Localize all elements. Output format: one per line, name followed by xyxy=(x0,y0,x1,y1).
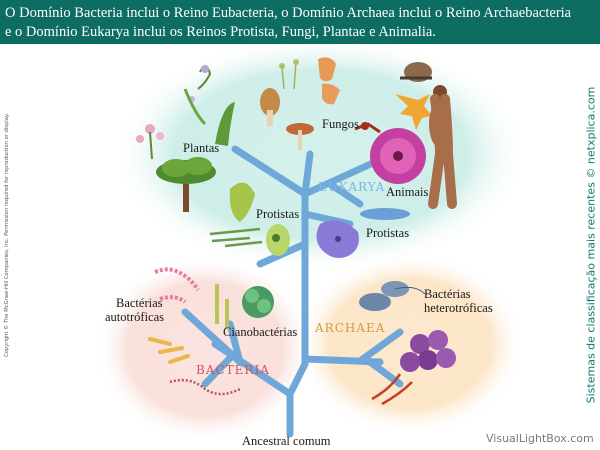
side-copyright-left: Copyright © The McGraw-Hill Companies, I… xyxy=(2,100,12,370)
domain-label-eukarya: EUKARYA xyxy=(318,180,386,194)
archaea-illustration xyxy=(359,281,456,406)
side-credit-right-text: Sistemas de classificação mais recentes … xyxy=(584,86,598,404)
protists-illustration xyxy=(209,182,410,258)
tree-of-life-diagram: EUKARYA ARCHAEA BACTERIA Plantas Fungos … xyxy=(0,44,600,450)
fungi-illustration xyxy=(260,57,340,150)
label-plantas: Plantas xyxy=(183,141,220,155)
bacteria-halo xyxy=(95,254,315,444)
branch-archaea-upper xyxy=(356,328,404,365)
label-fungos: Fungos xyxy=(322,117,359,131)
label-protistas-right: Protistas xyxy=(366,226,410,240)
branch-fungi xyxy=(301,150,314,198)
caption-line-2: e o Domínio Eukarya inclui os Reinos Pro… xyxy=(5,24,436,40)
diagram-canvas xyxy=(95,44,530,444)
label-bacterias-heterotroficas-1: Bactérias xyxy=(424,287,471,301)
label-bacterias-autotroficas-2: autotróficas xyxy=(105,310,165,324)
plants-illustration xyxy=(136,65,235,212)
domain-label-archaea: ARCHAEA xyxy=(315,321,386,335)
label-bacterias-heterotroficas-2: heterotróficas xyxy=(424,301,493,315)
label-bacterias-autotroficas-1: Bactérias xyxy=(116,296,163,310)
bacteria-illustration xyxy=(148,267,274,396)
label-ancestral-comum: Ancestral comum xyxy=(242,434,331,448)
caption-banner: O Domínio Bacteria inclui o Reino Eubact… xyxy=(0,0,600,44)
tree-trunk xyxy=(286,190,309,438)
label-protistas-left: Protistas xyxy=(256,207,300,221)
branch-animals-inner xyxy=(326,180,364,208)
domain-label-bacteria: BACTERIA xyxy=(196,363,270,377)
branch-plants xyxy=(231,145,309,198)
branch-bacteria-lower xyxy=(201,352,236,388)
label-cianobacterias: Cianobactérias xyxy=(223,325,298,339)
branch-animals xyxy=(301,158,379,198)
side-credit-right: Sistemas de classificação mais recentes … xyxy=(583,87,599,404)
animals-illustration xyxy=(354,62,457,209)
branch-bacteria-mid xyxy=(226,320,244,366)
side-copyright-left-text: Copyright © The McGraw-Hill Companies, I… xyxy=(4,113,10,357)
label-animais: Animais xyxy=(386,185,429,199)
caption-line-1: O Domínio Bacteria inclui o Reino Eubact… xyxy=(5,5,572,21)
watermark: VisualLightBox.com xyxy=(486,432,594,445)
